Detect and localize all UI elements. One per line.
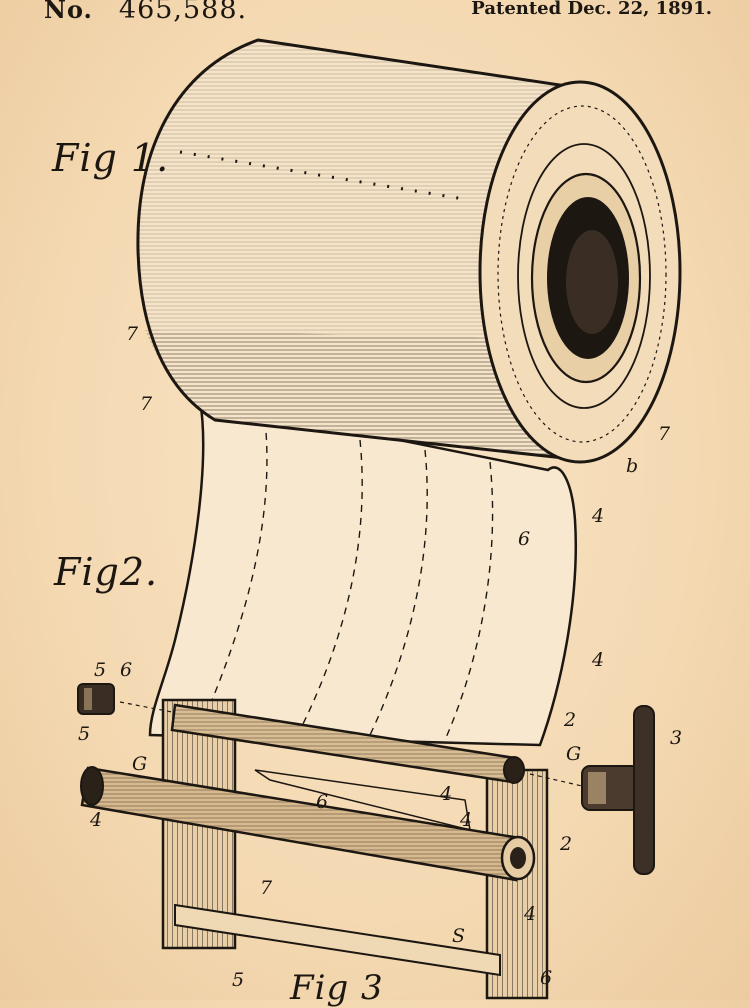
knob [529,705,655,875]
ref-rod-g: G [132,753,147,775]
patent-date: Patented Dec. 22, 1891. [471,0,712,19]
ref-roll-bottom: 7 [140,393,153,415]
upper-rod [119,701,525,784]
end-cap [77,683,115,715]
ref-roll-left: 7 [126,323,139,345]
figure-1-label: Fig 1. [52,136,170,180]
ref-end-2: 2 [559,833,572,855]
ref-frame-s: S [452,925,465,947]
patent-number-value: 465,588. [118,0,248,25]
ref-sheet-6: 6 [518,528,530,550]
holder-frame [161,698,549,1000]
ref-knob-g: G [566,743,581,765]
figure-2-label: Fig2. [54,550,159,594]
ref-frame-4: 4 [523,903,536,925]
ref-cap-5: 5 [94,659,106,681]
ref-cap-6: 6 [120,659,132,681]
ref-frame-7: 7 [260,877,273,899]
ref-mid-4b: 4 [459,809,472,831]
patent-number-label: No. [44,0,93,24]
ref-core-b: b [626,455,638,477]
ref-mid-6: 6 [316,791,328,813]
ref-cap-s: 5 [78,723,90,745]
ref-knob-3: 3 [670,727,682,749]
toilet-roll [136,38,682,464]
ref-frame-5: 5 [232,969,244,991]
figure-3-label: Fig 3 [290,968,384,1008]
lower-rod [80,766,536,882]
ref-rod-4: 4 [89,809,102,831]
ref-mid-4: 4 [439,783,452,805]
patent-number: No. 465,588. [44,0,247,25]
ref-sheet-4b: 4 [591,649,604,671]
ref-sheet-2: 2 [563,709,576,731]
ref-core-7: 7 [658,423,671,445]
ref-sheet-4a: 4 [591,505,604,527]
ref-frame-6: 6 [540,967,552,989]
